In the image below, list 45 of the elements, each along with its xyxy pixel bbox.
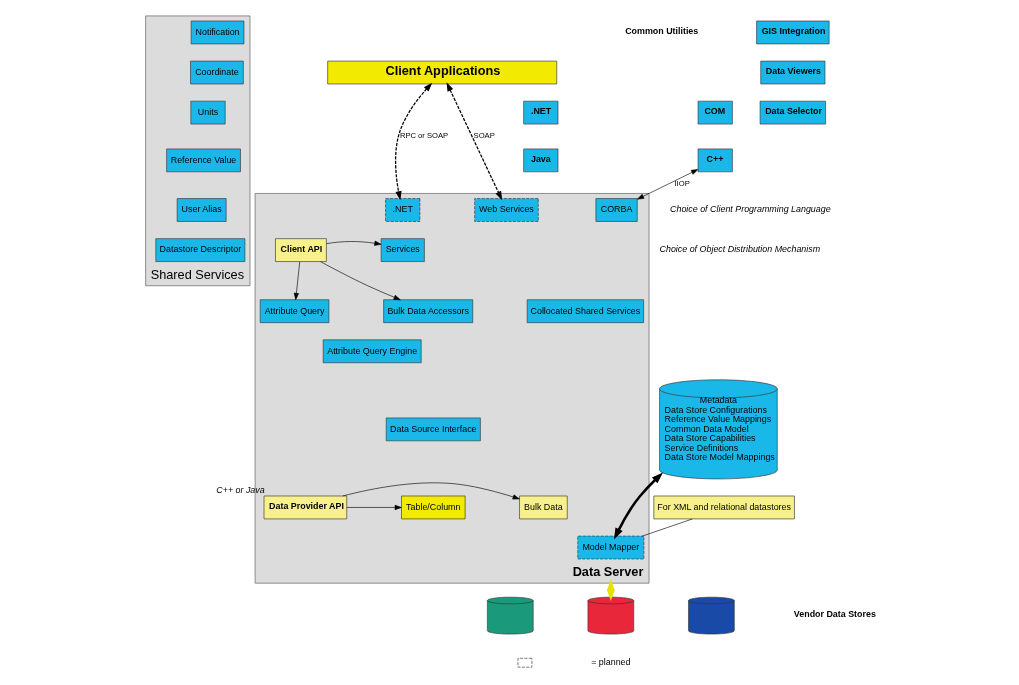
- node-box: Java: [523, 148, 559, 173]
- node-box: Notification: [190, 20, 245, 45]
- node-box: Data Source Interface: [385, 417, 481, 442]
- label: Vendor Data Stores: [793, 609, 876, 620]
- arrow: [394, 82, 433, 201]
- node-box: Table/Column: [401, 495, 466, 520]
- node-label: C++ or Java: [216, 484, 265, 495]
- node-box: Data Provider API: [263, 495, 348, 520]
- node-box: .NET: [385, 198, 421, 222]
- arrow: [326, 240, 382, 246]
- node-box: Client Applications: [327, 60, 558, 85]
- node-box: Model Mapper: [577, 535, 645, 560]
- node-box: Web Services: [474, 198, 539, 222]
- legend-label: = planned: [591, 657, 631, 668]
- node-box: C++: [697, 148, 733, 173]
- node-box: CORBA: [595, 198, 638, 222]
- node-box: Data Selector: [759, 100, 826, 125]
- arrow: [293, 261, 301, 300]
- label: Common Utilities: [625, 26, 699, 37]
- arrow: [346, 504, 402, 510]
- node-box: For XML and relational datastores: [653, 495, 795, 520]
- arrow: [446, 82, 503, 201]
- node-box: Reference Value: [166, 148, 241, 173]
- node-box: Attribute Query Engine: [322, 339, 422, 364]
- node-box: Services: [380, 238, 425, 262]
- node-box: Bulk Data Accessors: [383, 299, 474, 323]
- node-box: Collocated Shared Services: [526, 299, 644, 323]
- label: Choice of Client Programming Language: [670, 203, 831, 214]
- node-box: Units: [190, 100, 226, 125]
- node-box: User Alias: [176, 198, 227, 222]
- node-box: GIS Integration: [756, 20, 830, 45]
- node-box: Client API: [275, 238, 327, 262]
- node-box: Bulk Data: [519, 495, 568, 520]
- connector: [642, 518, 693, 537]
- arrow: [614, 472, 663, 540]
- node-box: Coordinate: [190, 60, 244, 85]
- node-box: COM: [697, 100, 733, 125]
- node-box: Data Viewers: [760, 60, 826, 85]
- arrow: [637, 169, 699, 200]
- arrow: [320, 261, 401, 301]
- node-box: Datastore Descriptor: [155, 238, 246, 262]
- arrow: [342, 482, 520, 500]
- label: Choice of Object Distribution Mechanism: [659, 243, 821, 254]
- node-box: .NET: [523, 100, 559, 125]
- node-box: Attribute Query: [259, 299, 330, 323]
